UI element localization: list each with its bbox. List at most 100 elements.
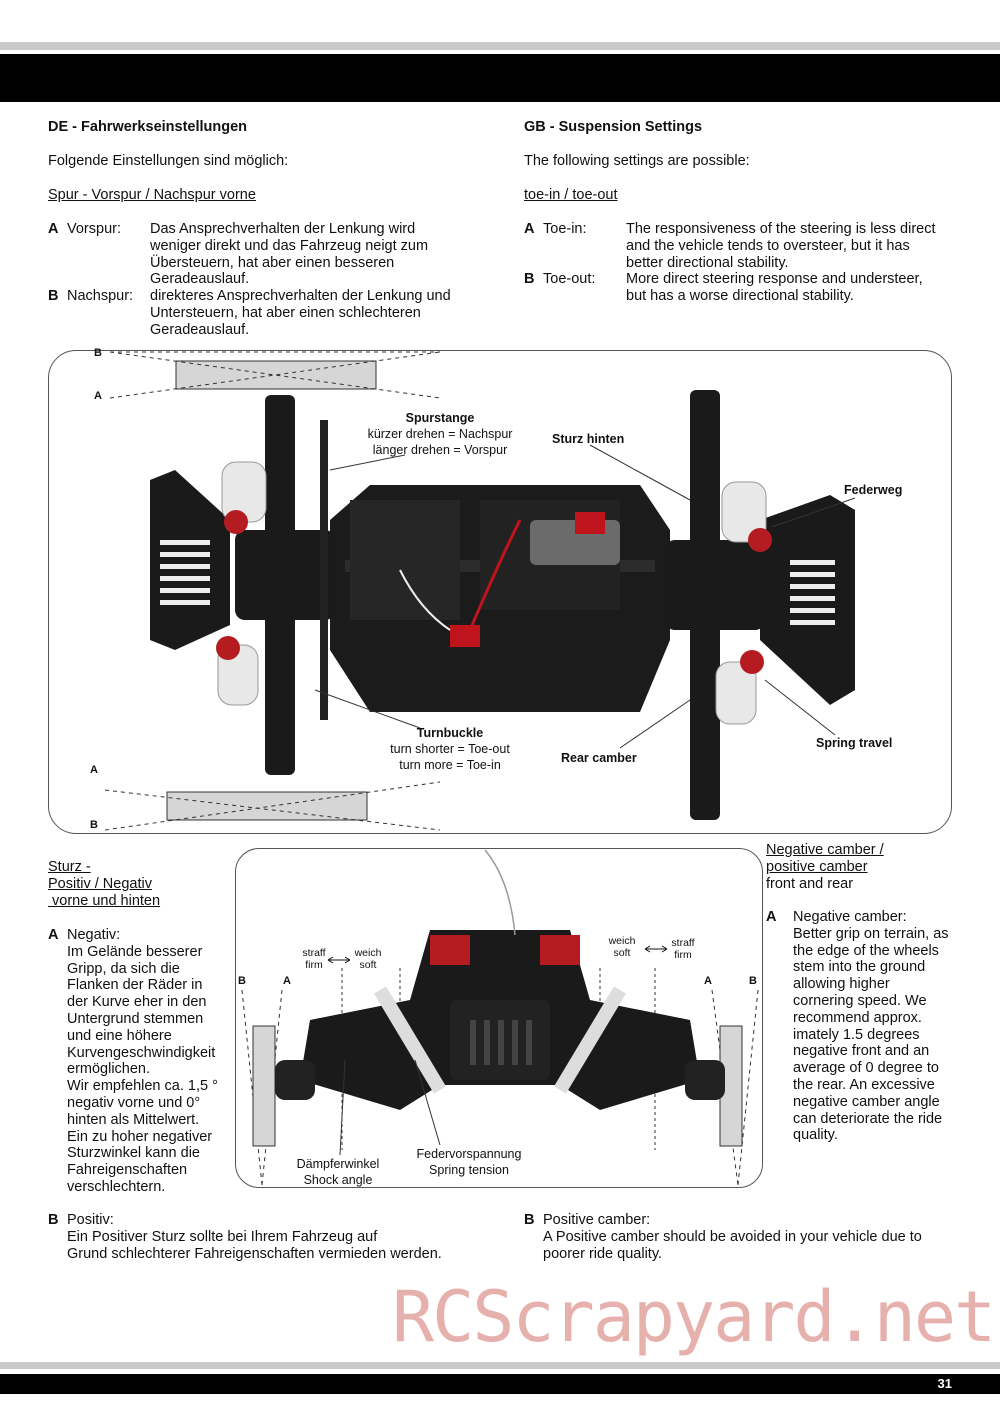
text-line: Negativ: (67, 927, 121, 943)
text-line: Better grip on terrain, as (793, 925, 949, 942)
bottom-footer-bar (0, 1374, 1000, 1394)
text-line: Untergrund stemmen (67, 1010, 204, 1027)
title-line: Negative camber / (766, 842, 884, 858)
text-line: Übersteuern, hat aber einen besseren (150, 254, 395, 271)
camber-marker-a-right: A (704, 975, 712, 987)
text-line: der Kurve eher in den (67, 994, 207, 1011)
title-line: positive camber (766, 858, 868, 875)
text-line: ermöglichen. (67, 1061, 151, 1078)
de-camber-b: B Positiv: Ein Positiver Sturz sollte be… (48, 1212, 498, 1262)
text-line: A Positive camber should be avoided in y… (543, 1228, 922, 1245)
label-line: Federvorspannung (416, 1147, 522, 1161)
gb-camber-title: Negative camber / positive camber front … (766, 842, 884, 892)
text-line: Im Gelände besserer (67, 943, 203, 960)
text-line: Flanken der Räder in (67, 977, 203, 994)
top-header-bar (0, 54, 1000, 102)
text-line: poorer ride quality. (543, 1245, 663, 1262)
title-line: Sturz - (48, 859, 91, 875)
item-key: B (48, 1212, 59, 1228)
de-toe-title: Spur - Vorspur / Nachspur vorne (48, 187, 256, 203)
marker-a-bottom: A (90, 764, 98, 776)
de-intro: Folgende Einstellungen sind möglich: (48, 153, 289, 169)
text-line: recommend approx. (793, 1009, 922, 1026)
text-line: Ein zu hoher negativer (67, 1128, 213, 1145)
label-line: straff (671, 937, 695, 949)
gb-camber-a: A Negative camber: Better grip on terrai… (766, 909, 966, 1144)
label-line: straff (302, 947, 326, 959)
text-line: the edge of the wheels (793, 942, 939, 959)
label-shock-angle: Dämpferwinkel Shock angle (288, 1156, 388, 1188)
chassis-top-view-frame (48, 350, 952, 834)
item-key: A (48, 221, 59, 237)
text-line: Gripp, da sich die (67, 960, 180, 977)
toe-reference-top (109, 351, 441, 399)
callout-line: länger drehen = Vorspur (372, 443, 508, 457)
text-line: The responsiveness of the steering is le… (626, 221, 936, 237)
camber-front-view-frame (235, 848, 763, 1188)
text-line: Ein Positiver Sturz sollte bei Ihrem Fah… (67, 1228, 378, 1245)
label-line: firm (305, 959, 323, 971)
callout-line: turn shorter = Toe-out (390, 742, 510, 756)
gb-toe-title: toe-in / toe-out (524, 187, 618, 203)
text-line: negative front and an (793, 1043, 930, 1060)
marker-a-top: A (94, 390, 102, 402)
text-line: negativ vorne und 0° (67, 1094, 201, 1111)
camber-marker-b-left: B (238, 975, 246, 987)
label-line: Dämpferwinkel (296, 1157, 380, 1171)
text-line: Sturzwinkel kann die (67, 1145, 200, 1162)
item-key: B (524, 1212, 535, 1228)
text-line: can deteriorate the ride (793, 1110, 943, 1127)
text-line: average of 0 degree to (793, 1060, 939, 1077)
text-line: allowing higher (793, 976, 890, 993)
callout-line: turn more = Toe-in (399, 758, 501, 772)
marker-b-top: B (94, 347, 102, 359)
item-description: More direct steering response and unders… (626, 271, 923, 305)
item-key: A (766, 909, 777, 925)
text-line: quality. (793, 1127, 838, 1144)
label-line: weich (354, 947, 382, 959)
camber-marker-b-right: B (749, 975, 757, 987)
item-key: B (524, 271, 535, 288)
text-line: Positive camber: (543, 1212, 651, 1228)
camber-callout-lines (339, 1059, 441, 1156)
text-line: and the vehicle tends to oversteer, but … (626, 237, 910, 254)
callout-sturz-hinten: Sturz hinten (552, 432, 625, 446)
item-key: A (524, 221, 535, 237)
camber-marker-a-left: A (283, 975, 291, 987)
gb-intro: The following settings are possible: (524, 153, 750, 169)
text-line: More direct steering response and unders… (626, 271, 923, 288)
text-line: the rear. An excessive (793, 1076, 935, 1093)
text-line: Geradeauslauf. (150, 271, 250, 288)
text-line: Geradeauslauf. (150, 321, 250, 338)
text-line: Positiv: (67, 1212, 114, 1228)
page-number: 31 (937, 1376, 952, 1391)
front-axle-assembly (150, 395, 335, 775)
callout-turnbuckle: Turnbuckle turn shorter = Toe-out turn m… (360, 725, 540, 773)
title-subline: front and rear (766, 875, 854, 892)
left-wheel-reference (252, 1025, 276, 1147)
rear-axle-assembly (665, 390, 855, 820)
text-line: hinten als Mittelwert. (67, 1111, 200, 1128)
item-label: Vorspur: (67, 221, 121, 237)
item-label: Toe-out: (543, 271, 596, 288)
text-line: imately 1.5 degrees (793, 1026, 920, 1043)
label-line: firm (674, 949, 692, 961)
callout-title: Turnbuckle (416, 726, 484, 740)
label-spring-tension: Federvorspannung Spring tension (408, 1146, 530, 1178)
bottom-grey-rule (0, 1362, 1000, 1369)
car-front-body (275, 849, 725, 1110)
item-description: Positiv: Ein Positiver Sturz sollte bei … (67, 1212, 442, 1262)
text-line: und eine höhere (67, 1027, 172, 1044)
text-line: Fahreigenschaften (67, 1162, 188, 1179)
item-label: Toe-in: (543, 221, 587, 237)
title-line: vorne und hinten (48, 892, 161, 909)
item-description: The responsiveness of the steering is le… (626, 221, 935, 271)
top-grey-rule (0, 42, 1000, 50)
label-right-firm: straff firm (667, 937, 699, 961)
text-line: direkteres Ansprechverhalten der Lenkung… (150, 288, 451, 305)
callout-line: kürzer drehen = Nachspur (367, 427, 513, 441)
de-camber-title: Sturz - Positiv / Negativ vorne und hint… (48, 859, 160, 909)
label-line: weich (608, 935, 636, 947)
item-description: direkteres Ansprechverhalten der Lenkung… (150, 288, 451, 338)
